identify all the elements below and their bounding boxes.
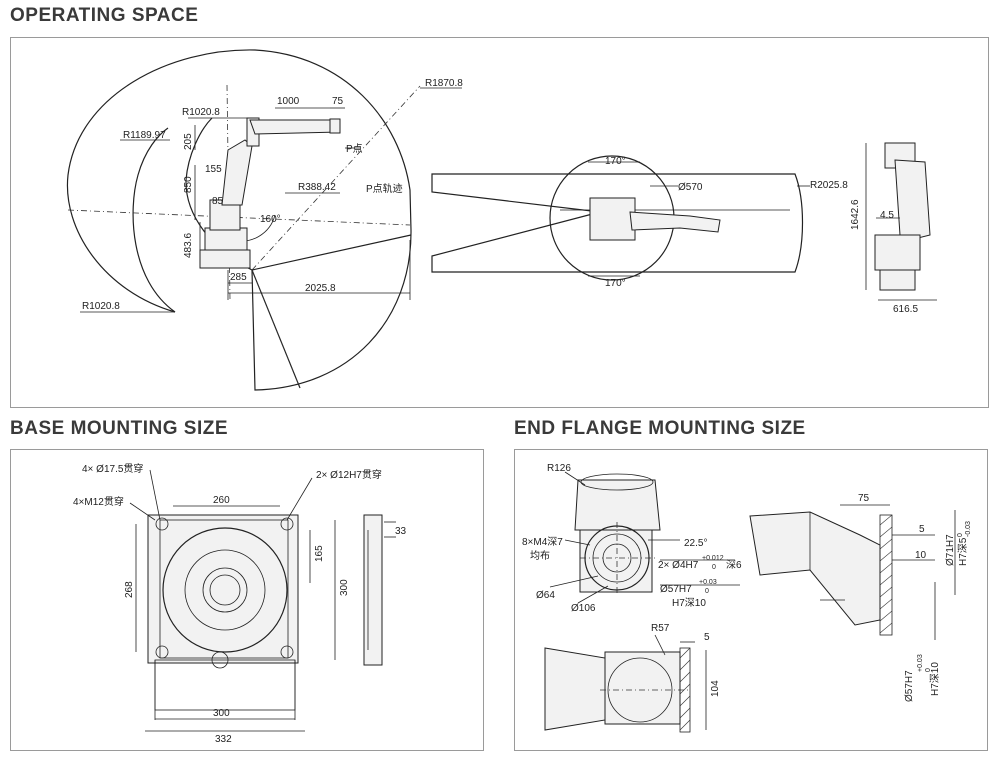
dim-r1020-top: R1020.8 [182,107,220,118]
label-holes-m12: 4×M12贯穿 [73,495,124,508]
dim-r1870: R1870.8 [425,78,463,89]
top-view-drawing [431,155,810,281]
dim-r1020-bottom: R1020.8 [82,301,120,312]
dim-4-5: 4.5 [880,210,894,221]
dim-d57-front: Ø57H7 [660,584,692,595]
dim-75: 75 [332,96,344,107]
flange-front-drawing [549,471,740,604]
flange-side-drawing [749,504,956,640]
front-view-drawing [865,142,937,301]
tol-d71-top: 0 [957,533,964,537]
label-holes-175: 4× Ø17.5贯穿 [82,462,143,475]
dim-483: 483.6 [183,233,194,258]
dim-616: 616.5 [893,304,918,315]
dim-d57-side: Ø57H7 [904,670,915,702]
dim-205: 205 [183,133,194,150]
tol-d57b-top: +0.03 [917,654,924,672]
dim-104: 104 [710,680,721,697]
label-pin-depth: 深6 [726,559,742,571]
title-operating-space: OPERATING SPACE [10,5,199,26]
label-d57-depth: H7深10 [672,597,706,609]
dim-10: 10 [915,550,927,561]
side-view-drawing [66,49,462,391]
label-m4-note: 均布 [530,550,550,562]
dim-85: 85 [212,196,224,207]
dim-285: 285 [230,272,247,283]
tol-d57-top: +0.03 [699,579,717,586]
dim-155: 155 [205,164,222,175]
dim-r126: R126 [547,463,571,474]
dim-d71: Ø71H7 [945,534,956,566]
dim-d106: Ø106 [571,603,596,614]
tol-d57b-bottom: 0 [925,668,932,672]
base-side-drawing [363,514,396,666]
label-m4-holes: 8×M4深7 [522,536,563,548]
label-d57b-depth: H7深10 [929,662,941,696]
dim-300-vertical: 300 [339,579,350,596]
dim-850: 850 [183,176,194,193]
dim-33: 33 [395,526,407,537]
title-end-flange-mounting-size: END FLANGE MOUNTING SIZE [514,418,806,439]
dim-300-horizontal: 300 [213,708,230,719]
label-p-point: P点 [346,143,363,155]
label-p-path: P点轨迹 [366,182,403,195]
panel-operating-space [10,37,989,408]
tol-pin-top: +0.012 [702,555,724,562]
dim-d64: Ø64 [536,590,555,601]
label-pin-4h7: 2× Ø4H7 [658,560,699,571]
label-pin-holes: 2× Ø12H7贯穿 [316,468,382,481]
dim-170-top: 170° [605,156,626,167]
dim-r2025-top: R2025.8 [810,180,848,191]
dim-r388: R388.42 [298,182,336,193]
tol-d71-bottom: -0.03 [965,521,972,537]
dim-5-bottom: 5 [704,632,710,643]
flange-bottom-drawing [544,634,707,733]
dim-260: 260 [213,495,230,506]
tol-d57-bottom: 0 [705,588,709,595]
label-d71-depth: H7深5 [957,537,969,566]
dim-165: 165 [314,545,325,562]
dim-332: 332 [215,734,232,745]
dim-22-5-deg: 22.5° [684,538,707,549]
dim-1000: 1000 [277,96,300,107]
base-plan-drawing [129,469,336,732]
dim-160-deg: 160° [260,214,281,225]
dim-5-top: 5 [919,524,925,535]
dim-2025-side: 2025.8 [305,283,336,294]
dim-1642: 1642.6 [850,199,861,230]
title-base-mounting-size: BASE MOUNTING SIZE [10,418,229,439]
tol-pin-bottom: 0 [712,564,716,571]
dim-r57: R57 [651,623,670,634]
dim-75-flange: 75 [858,493,870,504]
dim-170-bottom: 170° [605,278,626,289]
dim-570: Ø570 [678,182,703,193]
dim-268: 268 [124,581,135,598]
dim-r1189: R1189.97 [123,130,166,141]
